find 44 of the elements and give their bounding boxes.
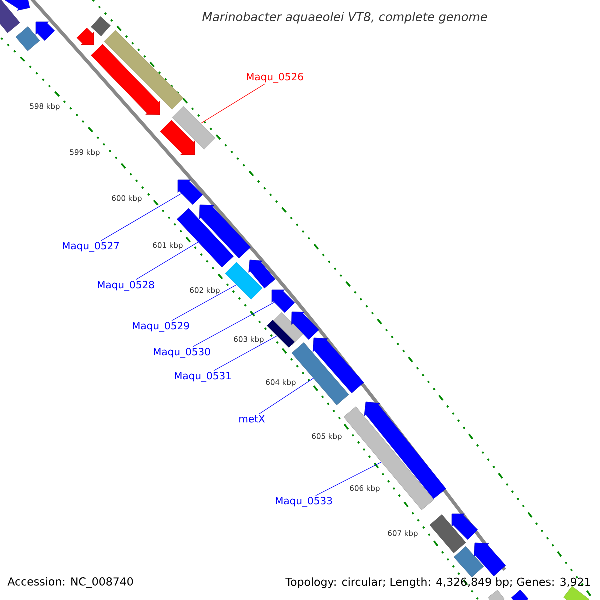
gene-bar [564,586,590,600]
leader-line [214,336,278,372]
gene-bar [0,0,20,34]
gene-block [312,338,364,394]
gene-bar [344,406,434,510]
gene-bar [225,262,263,300]
leader-line [192,302,275,348]
info-text: Accession: NC_008740 [8,577,134,588]
leader-line [316,462,382,496]
gene-block [452,514,478,540]
gene-block [91,44,160,116]
gene-block [160,120,196,156]
title: Marinobacter aquaeolei VT8, complete genome [202,12,488,24]
gene-bar [172,106,216,150]
gene-block [178,180,204,206]
leader-line [136,242,199,280]
gene-block [474,542,506,576]
gene-block [36,22,56,42]
leader-line [200,84,266,124]
gene-bar [16,26,40,52]
gene-block [364,402,446,500]
leader-line [259,378,314,414]
gene-block [292,312,320,340]
gene-label: Maqu_0531 [175,372,232,382]
leader-line [101,193,182,242]
gene-block [248,260,276,289]
gene-bar [511,590,529,600]
gene-label: Maqu_0529 [133,322,190,332]
gene-bar [104,30,184,110]
gene-label: metX [240,415,266,423]
gene-label: Maqu_0527 [63,242,120,252]
gene-bar [91,16,111,36]
gene-label: Maqu_0526 [247,73,304,83]
gene-bar [430,514,466,554]
gene-bar [454,546,484,578]
gene-label: Maqu_0533 [276,497,332,507]
gene-block [76,28,94,46]
leader-line [172,284,238,322]
gene-block [272,290,296,314]
gene-label: Maqu_0528 [98,281,154,291]
gene-bar [488,590,505,600]
gene-block [199,204,251,259]
gene-label: Maqu_0530 [154,348,210,358]
gene-bar [267,320,295,348]
